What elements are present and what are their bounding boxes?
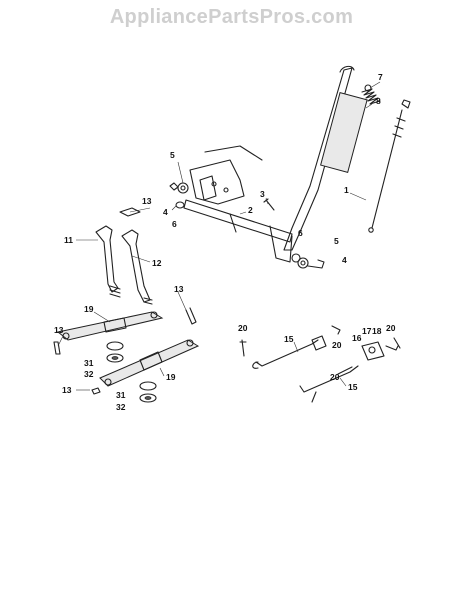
callout-4b: 4: [342, 255, 347, 265]
lift-shaft: [183, 199, 293, 263]
callout-20c: 20: [386, 323, 396, 333]
callout-5: 5: [170, 150, 175, 160]
callout-8: 8: [376, 96, 381, 106]
leader-lines: [57, 81, 381, 391]
assist-spring: [361, 84, 381, 105]
callout-5b: 5: [334, 236, 339, 246]
hairpin-clip: [185, 307, 197, 325]
lift-rod: [368, 99, 411, 233]
pedal-rod-lower: [299, 365, 359, 393]
callout-32a: 32: [84, 369, 94, 379]
callout-15a: 15: [284, 334, 294, 344]
lift-arm-right: [121, 229, 153, 305]
callout-20b: 20: [332, 340, 342, 350]
callout-1: 1: [344, 185, 349, 195]
callout-18: 18: [372, 326, 382, 336]
callout-6: 6: [172, 219, 177, 229]
clevis-pin: [263, 198, 275, 211]
cotter-pin-lower: [311, 391, 317, 403]
lift-handle: [283, 65, 368, 251]
callout-3: 3: [260, 189, 265, 199]
cotter-pin-left: [239, 339, 247, 357]
bushing-set-upper: [106, 341, 124, 363]
callout-19a: 19: [84, 304, 94, 314]
retainer-clip: [119, 207, 141, 217]
callout-13d: 13: [62, 385, 72, 395]
link-arm-upper: [56, 311, 164, 341]
lift-arm-left: [95, 225, 121, 298]
callout-20a: 20: [238, 323, 248, 333]
callout-13b: 13: [174, 284, 184, 294]
callout-17: 17: [362, 326, 372, 336]
callout-32b: 32: [116, 402, 126, 412]
bushing-set-lower: [139, 381, 157, 403]
callout-13a: 13: [142, 196, 152, 206]
callout-4: 4: [163, 207, 168, 217]
callout-12: 12: [152, 258, 162, 268]
callout-16: 16: [352, 333, 362, 343]
callout-2: 2: [248, 205, 253, 215]
callout-6b: 6: [298, 228, 303, 238]
callout-7: 7: [378, 72, 383, 82]
pin-lower: [91, 387, 101, 395]
callout-20d: 20: [330, 372, 340, 382]
cotter-pin-right: [393, 337, 401, 349]
callout-15b: 15: [348, 382, 358, 392]
right-hardware: [291, 253, 325, 269]
cotter-pin-top: [331, 325, 341, 335]
callout-13c: 13: [54, 325, 64, 335]
callout-31b: 31: [116, 390, 126, 400]
pedal-bracket: [361, 341, 399, 361]
frame-bracket: [189, 145, 263, 205]
pin-left: [53, 341, 61, 355]
pedal-rod-upper: [252, 335, 327, 369]
callout-19b: 19: [166, 372, 176, 382]
link-arm-lower: [99, 339, 200, 387]
watermark-text: AppliancePartsPros.com: [109, 6, 354, 28]
callout-31a: 31: [84, 358, 94, 368]
callout-11: 11: [64, 235, 73, 245]
